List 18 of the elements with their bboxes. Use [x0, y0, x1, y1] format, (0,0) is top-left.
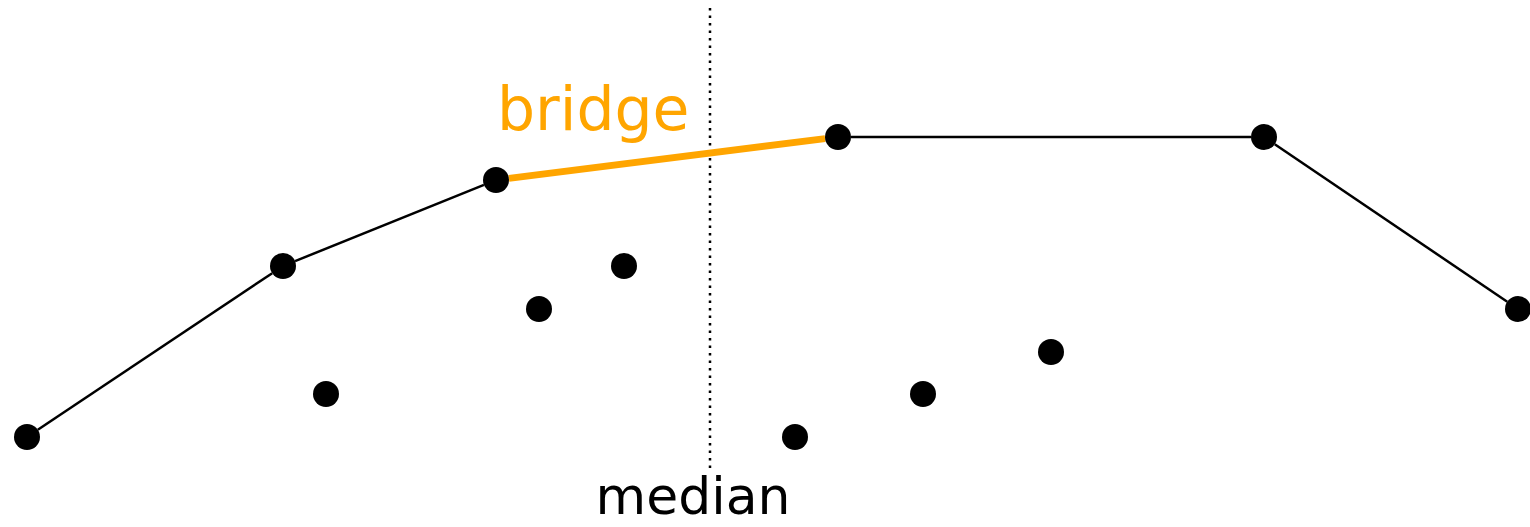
point-dot	[1038, 339, 1064, 365]
line-segment	[508, 135, 826, 182]
line-segment	[851, 135, 1251, 139]
point-dot	[825, 124, 851, 150]
point-dot	[313, 381, 339, 407]
point-dot	[483, 167, 509, 193]
line-segment	[294, 183, 485, 263]
point-dot	[270, 253, 296, 279]
point-dot	[526, 296, 552, 322]
point-dot	[1251, 124, 1277, 150]
point-dot	[14, 424, 40, 450]
point-dot	[910, 381, 936, 407]
axis-label: median	[595, 470, 791, 522]
line-segment	[37, 272, 273, 431]
point-dot	[1505, 296, 1530, 322]
line-segment	[1274, 143, 1508, 303]
point-dot	[782, 424, 808, 450]
point-dot	[611, 253, 637, 279]
